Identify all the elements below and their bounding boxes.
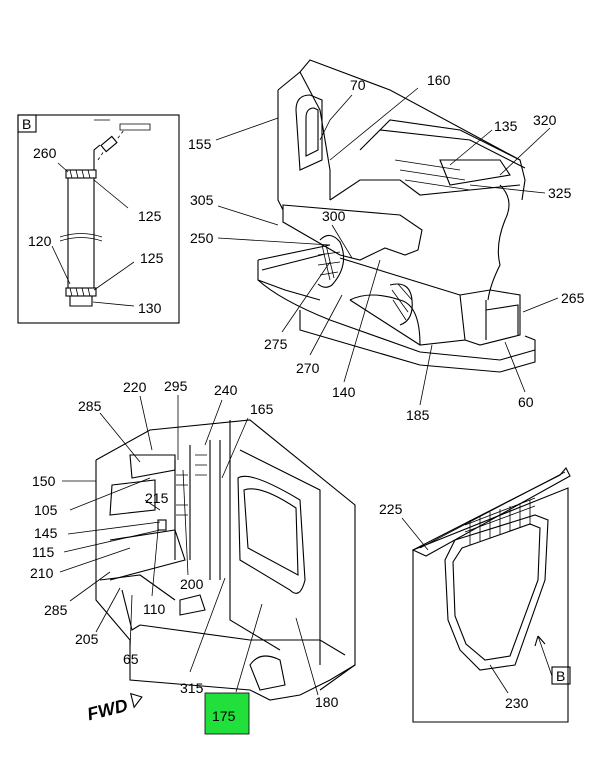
callout-230: 230	[505, 695, 529, 711]
callout-210: 210	[30, 565, 54, 581]
callout-260: 260	[33, 145, 57, 161]
callout-105: 105	[34, 502, 58, 518]
callout-130: 130	[138, 300, 162, 316]
callout-125-upper: 125	[138, 208, 162, 224]
callout-200: 200	[180, 576, 204, 592]
callout-220: 220	[123, 379, 147, 395]
view-tag-label: B	[556, 668, 565, 684]
side-panel-assembly: 225 230 B	[379, 467, 571, 723]
callout-185: 185	[406, 407, 430, 423]
callout-125-lower: 125	[140, 250, 164, 266]
callout-150: 150	[32, 473, 56, 489]
callout-155: 155	[188, 136, 212, 152]
callout-265: 265	[561, 290, 585, 306]
callout-325: 325	[548, 185, 572, 201]
view-tag-box	[551, 666, 571, 685]
highlight-box-175	[204, 692, 250, 735]
callout-180: 180	[315, 694, 339, 710]
callout-285-lower: 285	[44, 602, 68, 618]
detail-inset-b: B 260 125 120 125 130	[17, 114, 180, 324]
callout-110: 110	[143, 601, 166, 617]
inset-frame	[17, 114, 180, 324]
callout-165: 165	[250, 401, 274, 417]
callout-120: 120	[28, 233, 52, 249]
callout-295: 295	[164, 378, 188, 394]
callout-240: 240	[214, 382, 238, 398]
callout-270: 270	[296, 360, 320, 376]
callout-175: 175	[212, 708, 236, 724]
forward-direction-indicator: FWD	[85, 692, 143, 724]
callout-60: 60	[518, 394, 534, 410]
grommet-tube	[59, 119, 151, 307]
callout-205: 205	[75, 631, 99, 647]
callout-315: 315	[180, 680, 204, 696]
forward-arrow-icon	[129, 692, 143, 709]
callout-305: 305	[190, 192, 214, 208]
callout-145: 145	[34, 525, 58, 541]
inset-tag-label: B	[22, 116, 31, 132]
callout-250: 250	[190, 230, 214, 246]
callout-225: 225	[379, 501, 403, 517]
callout-140: 140	[332, 384, 356, 400]
callout-65: 65	[123, 651, 139, 667]
top-assembly: 70 160 155 135 320 325 305 300 250 265 2…	[188, 59, 585, 423]
callout-285-upper: 285	[78, 398, 102, 414]
callout-320: 320	[533, 112, 557, 128]
callout-115: 115	[32, 544, 55, 560]
fwd-label: FWD	[85, 695, 130, 724]
callout-215: 215	[145, 490, 169, 506]
bottom-left-assembly: 220 295 240 285 165 150 105 215 145 115 …	[30, 378, 356, 735]
callout-135: 135	[494, 118, 518, 134]
inset-tag-box	[17, 114, 37, 133]
callout-70: 70	[350, 77, 366, 93]
callout-160: 160	[427, 72, 451, 88]
callout-300: 300	[322, 208, 346, 224]
callout-275: 275	[264, 336, 288, 352]
